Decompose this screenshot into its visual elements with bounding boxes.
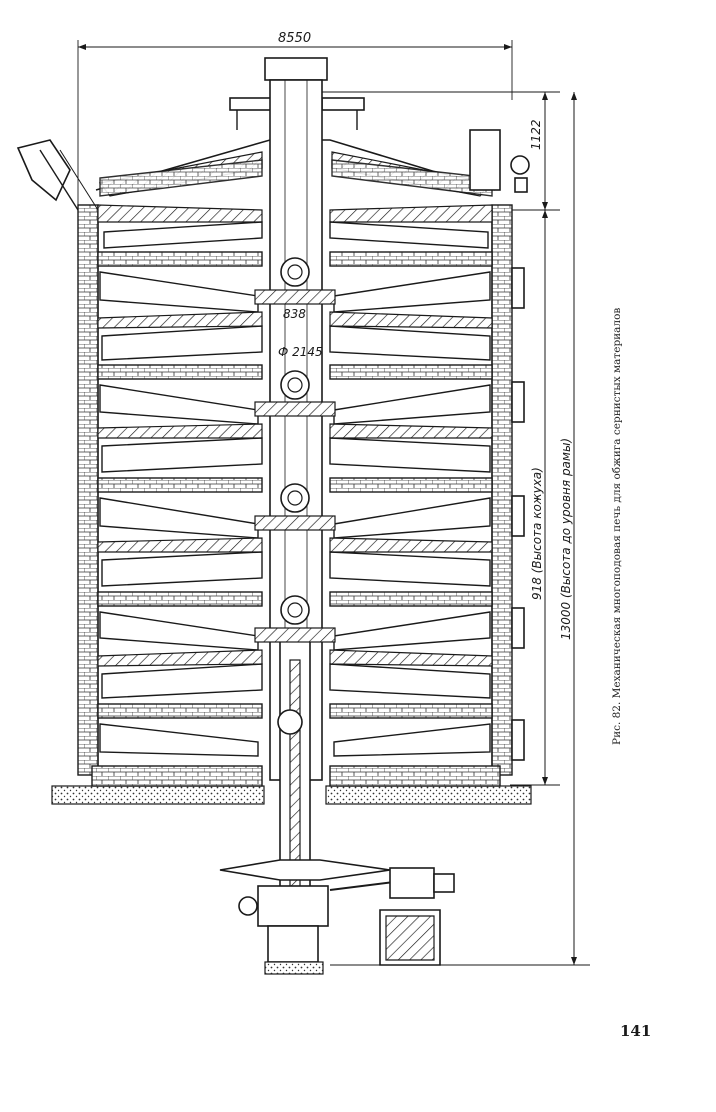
dim-arm-length: 838 — [283, 307, 306, 321]
dim-shaft-diameter: Ф 2145 — [278, 345, 323, 359]
side-doors — [512, 268, 524, 760]
dim-total-height: 13000 (Высота до уровня рамы) — [559, 438, 573, 640]
bottom-drive — [220, 860, 454, 974]
dim-top-height: 1122 — [529, 119, 543, 150]
figure-caption: Рис. 82. Механическая многоподовая печь … — [611, 308, 623, 745]
dim-width: 8550 — [278, 31, 311, 46]
page-number: 141 — [620, 1022, 651, 1040]
dim-shell-height: 918 (Высота кожуха) — [530, 467, 544, 600]
